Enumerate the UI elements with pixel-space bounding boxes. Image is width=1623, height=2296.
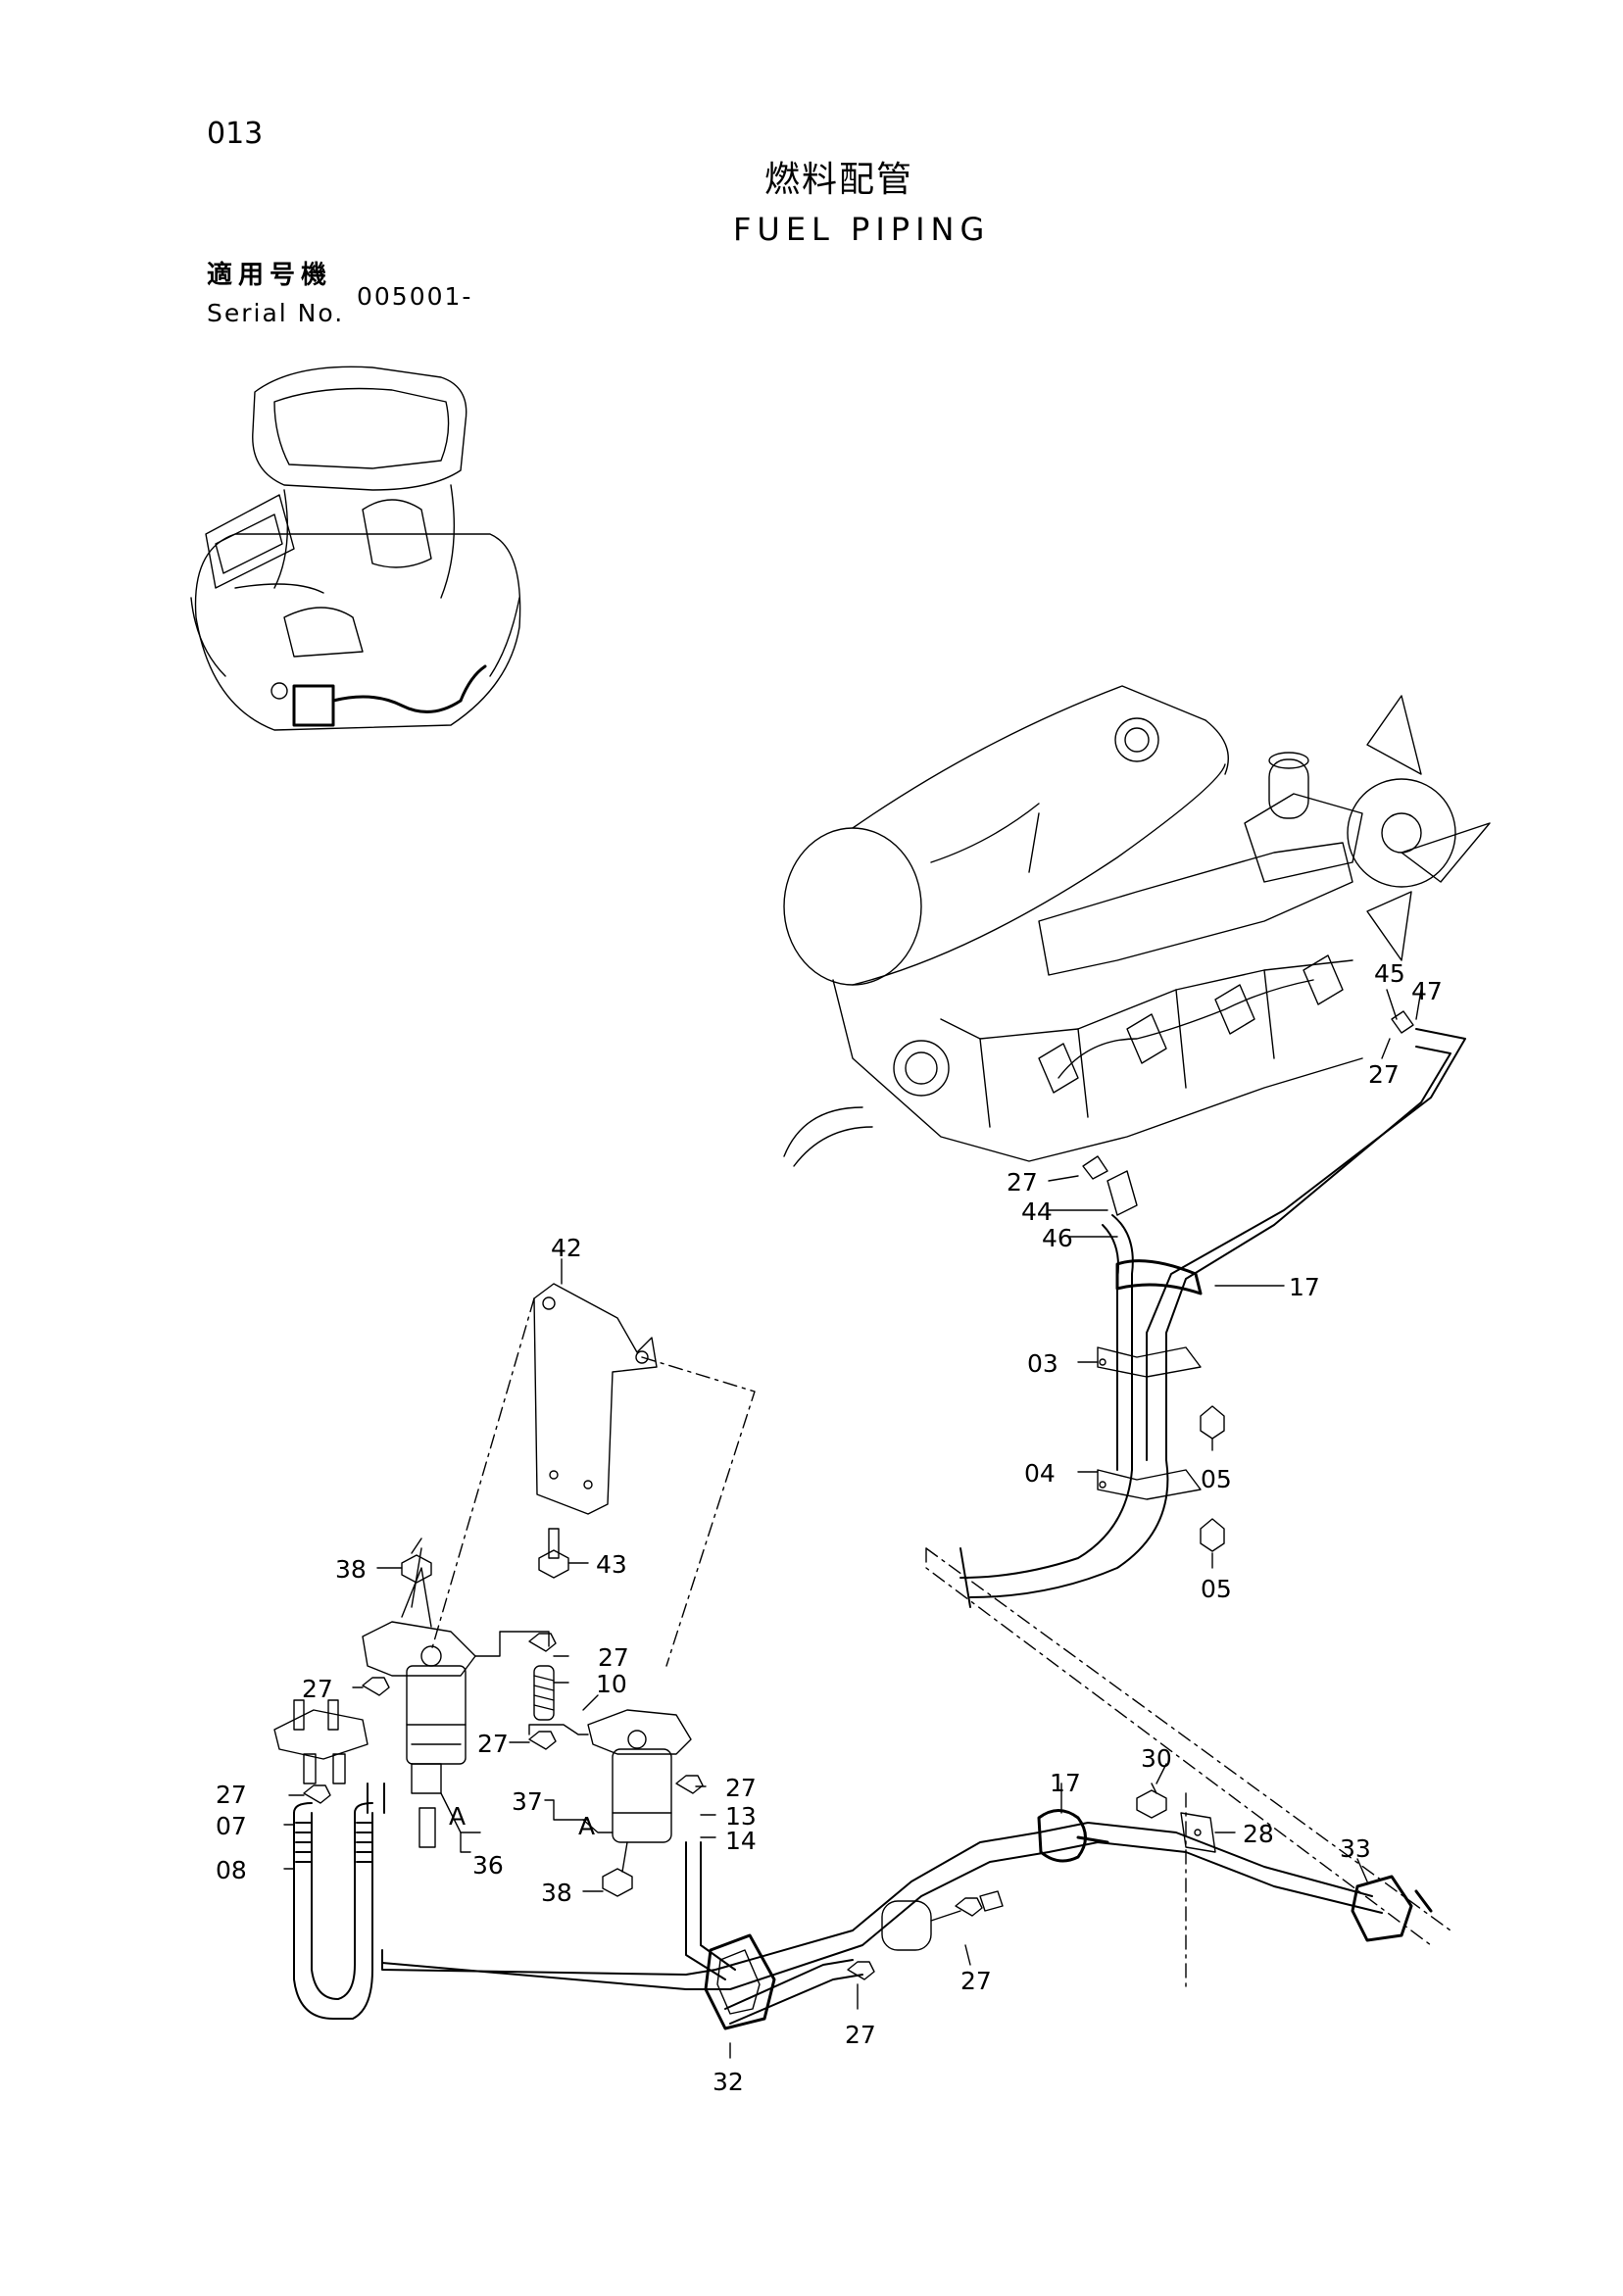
- callout-08: 08: [216, 1856, 247, 1884]
- title-english: FUEL PIPING: [733, 211, 991, 248]
- callout-47: 47: [1411, 977, 1443, 1005]
- bracket-42: [430, 1283, 756, 1667]
- hose-clips-27: [303, 1633, 983, 1980]
- fuel-filter-36: [362, 1547, 476, 1848]
- callout-27-h: 27: [960, 1967, 992, 1995]
- callout-28: 28: [1243, 1820, 1274, 1848]
- engine-illustration: [783, 685, 1491, 1167]
- feed-pump-unit: [273, 1699, 369, 1784]
- callout-27-d: 27: [302, 1675, 333, 1703]
- callout-37: 37: [512, 1787, 543, 1816]
- serial-label-english: Serial No.: [207, 299, 345, 327]
- serial-label-japanese: 適用号機: [207, 261, 333, 290]
- callout-27-b: 27: [1007, 1168, 1038, 1197]
- callout-27-a: 27: [1368, 1060, 1400, 1089]
- callout-27-e: 27: [477, 1730, 509, 1758]
- clamp-group-upper: [1082, 1010, 1414, 1552]
- callout-38-upper: 38: [335, 1555, 367, 1584]
- callout-05-b: 05: [1201, 1575, 1232, 1603]
- callout-a-right: A: [578, 1812, 595, 1840]
- callout-27-f: 27: [725, 1774, 757, 1802]
- callout-44: 44: [1021, 1197, 1053, 1226]
- bolt-38-lower: [602, 1868, 633, 1897]
- grommet-32: [704, 1933, 776, 2030]
- fuel-hoses-07-08: [293, 1783, 385, 2020]
- callout-a-left: A: [449, 1802, 466, 1831]
- callout-46: 46: [1042, 1224, 1073, 1252]
- clamp-17-lower: [1037, 1809, 1109, 1863]
- callout-27-c: 27: [598, 1643, 629, 1672]
- callout-36: 36: [472, 1851, 504, 1880]
- callout-07: 07: [216, 1812, 247, 1840]
- filter-connecting-hoses: [474, 1631, 589, 1735]
- callout-leader-lines: [283, 989, 1422, 2059]
- callout-17-lower: 17: [1050, 1769, 1081, 1797]
- return-fuel-lines: [959, 1028, 1466, 1608]
- callout-45: 45: [1374, 959, 1405, 988]
- callout-03: 03: [1027, 1349, 1058, 1378]
- callout-30: 30: [1141, 1744, 1172, 1773]
- callout-43: 43: [596, 1550, 627, 1579]
- callout-27-g: 27: [216, 1781, 247, 1809]
- callout-14: 14: [725, 1827, 757, 1855]
- callout-32: 32: [713, 2068, 744, 2096]
- callout-05-a: 05: [1201, 1465, 1232, 1493]
- callout-labels: 45 47 27 27 44 46 17 03 05 04 05 42 43 3…: [216, 959, 1443, 2096]
- callout-27-i: 27: [845, 2021, 876, 2049]
- bracket-28: [1136, 1763, 1216, 1853]
- grommet-33: [1351, 1875, 1433, 1942]
- machine-overview-illustration: [190, 366, 521, 731]
- inline-fuel-filter: [881, 1890, 1004, 1951]
- bolt-43: [538, 1528, 569, 1579]
- serial-number-value: 005001-: [357, 282, 473, 311]
- bolt-38-upper: [401, 1538, 432, 1584]
- water-separator-37: [582, 1694, 692, 1873]
- callout-17-upper: 17: [1289, 1273, 1320, 1301]
- spring-10: [533, 1665, 555, 1721]
- callout-10: 10: [596, 1670, 627, 1698]
- callout-42: 42: [551, 1234, 582, 1262]
- callout-33: 33: [1340, 1834, 1371, 1863]
- callout-38-lower: 38: [541, 1879, 572, 1907]
- callout-04: 04: [1024, 1459, 1056, 1488]
- frame-outline-dash: [925, 1547, 1451, 1990]
- callout-13: 13: [725, 1802, 757, 1831]
- title-japanese: 燃料配管: [764, 160, 914, 200]
- feed-fuel-pipeline: [381, 1822, 1383, 2025]
- page-number: 013: [207, 117, 264, 151]
